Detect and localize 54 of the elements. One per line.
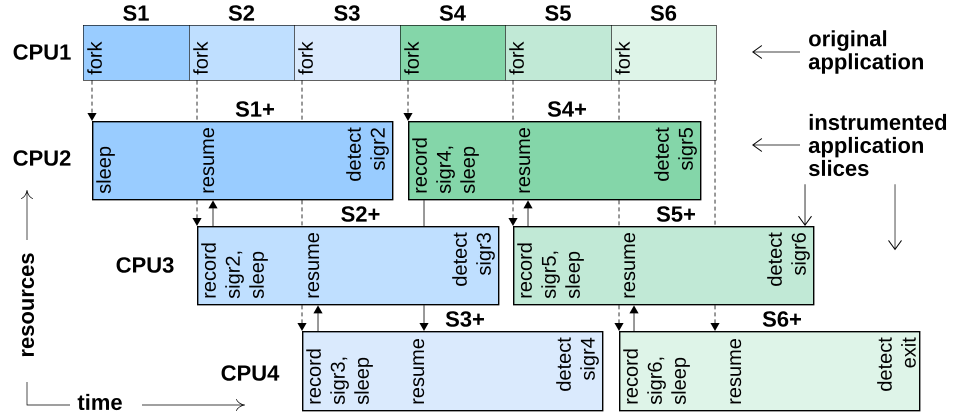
segment-box: fork [505,25,612,81]
segment-heading: S5 [545,5,571,21]
segment-box: fork [294,25,401,81]
segment-box: fork [189,25,295,81]
node-label: record sigr3, sleep [306,349,373,404]
node-label: record sigr5, sleep [517,243,584,298]
node-label: resume [730,339,742,404]
node-label: detect sigr3 [452,232,495,286]
annotation-text: instrumented application slices [808,114,946,176]
segment-heading: S3 [334,5,360,21]
node-label: sleep [96,146,115,194]
segment-heading: S1 [123,5,149,21]
slice-heading: S5+ [656,206,695,222]
node-label: detect sigr6 [767,232,810,286]
slice-heading: S4+ [548,101,586,117]
slice-box: record sigr4, sleep resume detect sigr5 [408,121,702,200]
node-label: record sigr2, sleep [201,243,268,298]
segment-heading: S6 [650,5,676,21]
cpu-label: CPU2 [14,150,70,166]
node-label: record sigr4, sleep [412,138,479,194]
arrow [798,184,812,226]
arrow [752,138,800,152]
axis-label: time [78,394,122,410]
slice-heading: S3+ [446,311,484,327]
node-label: resume [624,233,636,298]
arrow [888,184,902,250]
cpu-label: CPU4 [222,365,280,381]
slice-box: record sigr3, sleep resume detect sigr4 [302,331,604,412]
node-label: resume [308,233,320,298]
segment-heading: S4 [440,5,466,21]
slice-box: sleep resume detect sigr2 [92,121,394,200]
slice-heading: S1+ [236,101,274,117]
slice-box: record sigr5, sleep resume detect sigr6 [513,226,814,306]
slice-heading: S6+ [762,311,801,327]
segment-box: fork [400,25,506,81]
node-label: resume [519,128,530,192]
slice-box: record sigr2, sleep resume detect sigr3 [197,226,500,306]
segment-box: fork [83,25,190,81]
node-label: detect sigr5 [654,127,697,181]
node-label: record sigr6, sleep [623,349,690,404]
node-label: resume [203,128,214,192]
cpu-label: CPU3 [116,257,174,273]
cpu-label: CPU1 [14,44,71,60]
segment-box: fork [611,25,717,81]
slice-heading: S2+ [341,206,380,222]
node-label: detect sigr4 [556,337,599,391]
node-label: resume [413,339,424,404]
segment-heading: S2 [228,5,254,21]
axis-label: resources [22,253,34,356]
node-label: detect exit [877,337,916,391]
arrow [752,45,800,59]
node-label: detect sigr2 [346,127,389,181]
slice-box: record sigr6, sleep resume detect exit [619,331,920,412]
annotation-text: original application [808,30,923,74]
